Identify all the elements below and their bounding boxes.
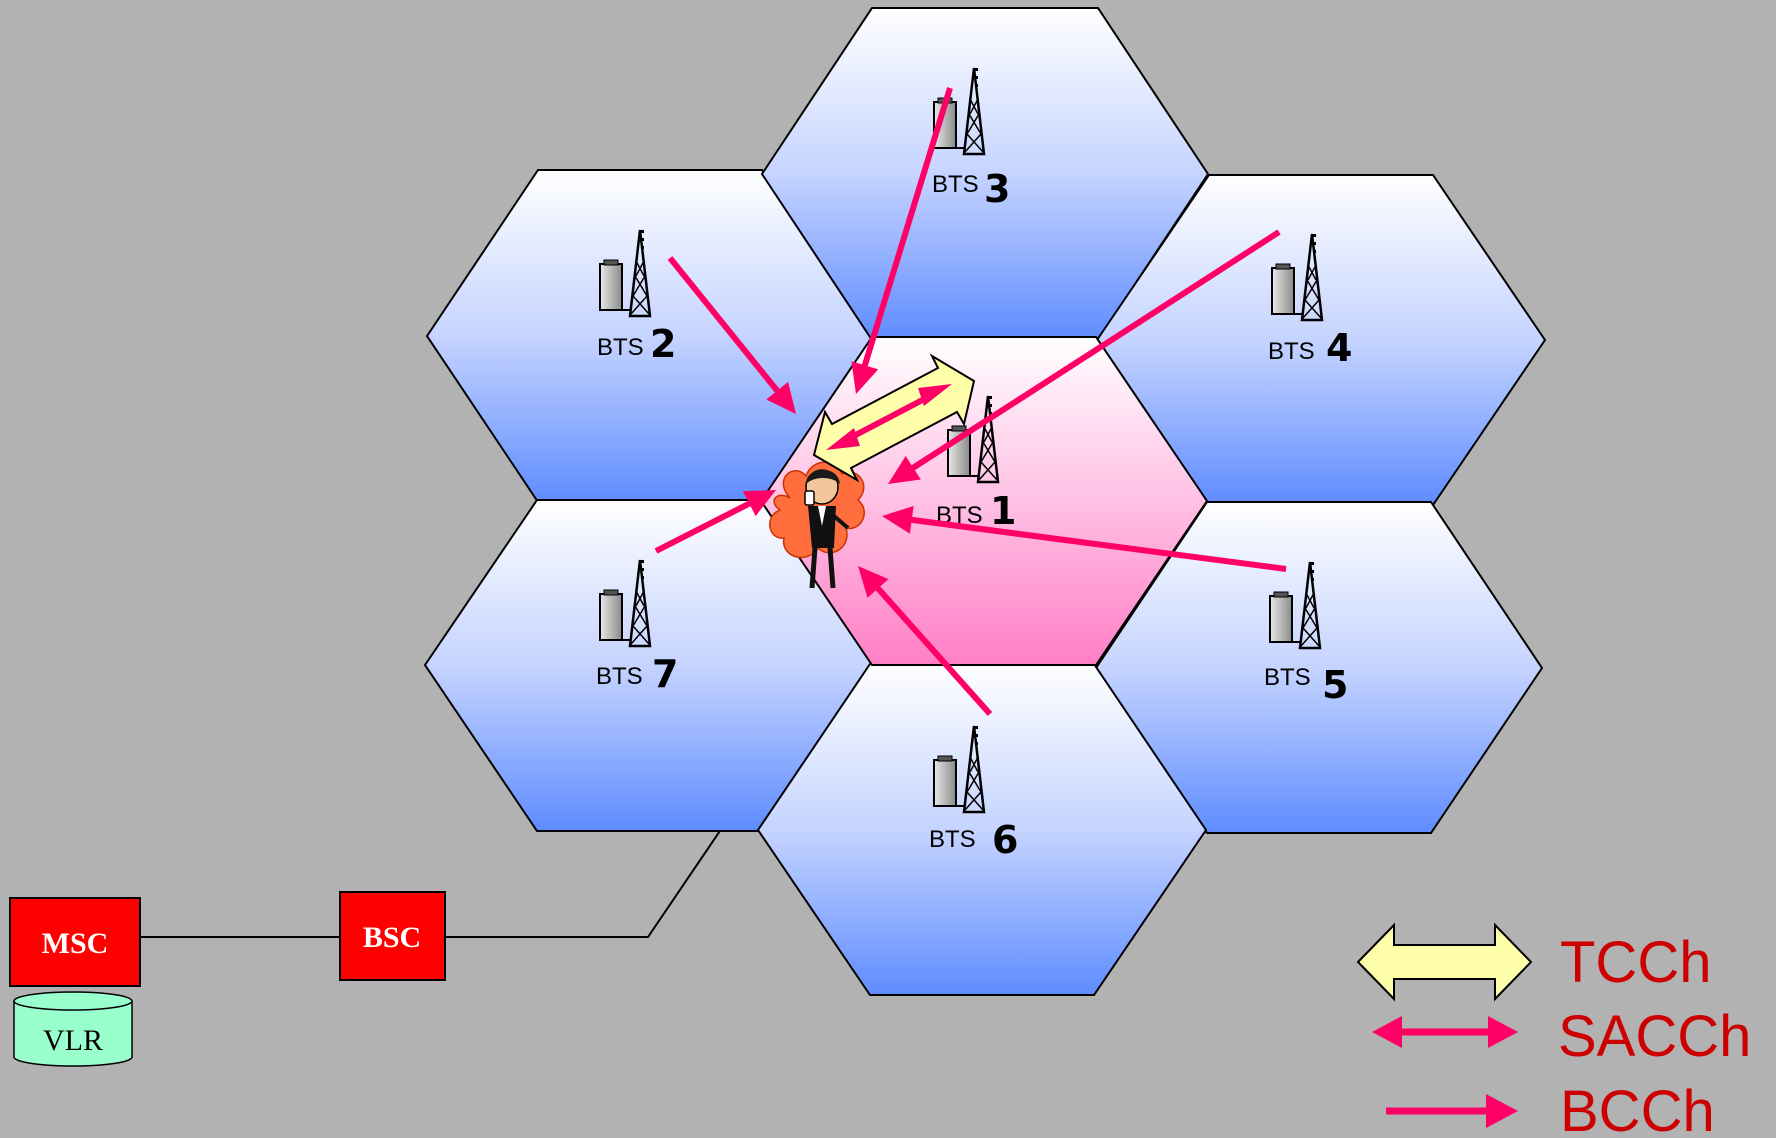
bts-label: BTS (929, 826, 976, 853)
bts-number: 1 (990, 489, 1016, 533)
legend-tcch: TCCh (1356, 922, 1711, 1002)
bts-6: BTS 6 (929, 724, 1018, 862)
vlr-database-icon: VLR (13, 991, 133, 1067)
legend-tcch-label: TCCh (1560, 930, 1711, 995)
bcch-arrow-from-bts5 (882, 506, 1287, 572)
cell-grid (423, 7, 1547, 996)
bts-number: 7 (652, 652, 678, 696)
legend-sacch-label: SACCh (1558, 1004, 1751, 1069)
msc-label: MSC (42, 927, 109, 960)
bsc-label: BSC (363, 921, 421, 954)
bts-3: BTS 3 (932, 66, 1010, 211)
bts-4: BTS 4 (1268, 232, 1352, 370)
msc-box: MSC (9, 897, 141, 987)
tcch-arrow-icon (1356, 922, 1533, 1002)
bts-5: BTS 5 (1264, 560, 1348, 707)
legend-bcch: BCCh (1386, 1079, 1715, 1138)
vlr-label: VLR (43, 1024, 103, 1057)
bts-number: 2 (650, 322, 676, 366)
bcch-arrow-from-bts4 (888, 229, 1281, 484)
bts-label: BTS (1268, 338, 1315, 365)
bts-number: 4 (1326, 326, 1352, 370)
bts-label: BTS (597, 334, 644, 361)
bcch-arrows (654, 87, 1287, 716)
bcch-arrow-from-bts6 (858, 566, 993, 716)
bts-number: 5 (1322, 663, 1348, 707)
legend-sacch: SACCh (1372, 1004, 1751, 1069)
mobile-user-icon (769, 461, 865, 589)
bts-number: 3 (984, 167, 1010, 211)
bcch-arrow-from-bts2 (667, 256, 796, 414)
bts-label: BTS (596, 663, 643, 690)
network-elements: MSC VLR BSC (9, 891, 446, 1067)
bcch-arrow-from-bts7 (654, 490, 776, 554)
legend-bcch-label: BCCh (1560, 1079, 1715, 1138)
bts-2: BTS 2 (597, 228, 676, 366)
sacch-link-arrow (826, 384, 952, 450)
legend: TCCh SACCh BCCh (1356, 922, 1751, 1138)
base-stations: BTS 2 BTS 3 BTS 4 BTS 1 BTS 7 BTS 5 (596, 66, 1352, 862)
bts-number: 6 (992, 818, 1018, 862)
bts-7: BTS 7 (596, 558, 678, 696)
bts-label: BTS (1264, 664, 1311, 691)
bsc-box: BSC (339, 891, 446, 981)
cell-bts6 (756, 663, 1208, 996)
bts-label: BTS (932, 171, 979, 198)
bcch-arrow-from-bts3 (851, 87, 953, 394)
